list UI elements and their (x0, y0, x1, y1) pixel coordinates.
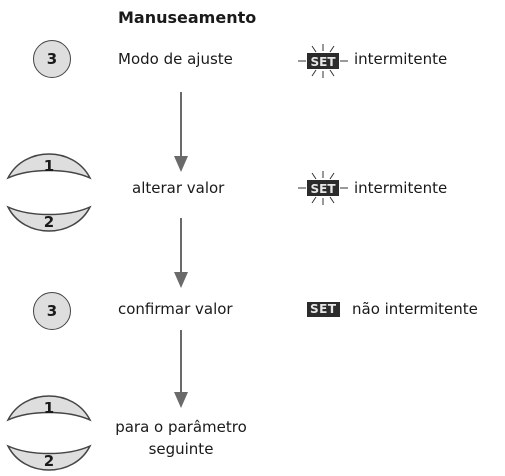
down-arrow-icon (174, 218, 188, 288)
down-arrow-icon (174, 92, 188, 172)
set-blinking-icon: SET (298, 171, 348, 205)
button-2[interactable]: 2 (6, 434, 92, 476)
svg-text:1: 1 (44, 157, 54, 175)
svg-text:1: 1 (44, 399, 54, 417)
step-label-modo-de-ajuste: Modo de ajuste (118, 50, 233, 68)
status-intermitente: intermitente (354, 50, 448, 68)
button-1[interactable]: 1 (6, 390, 92, 432)
status-intermitente: intermitente (354, 179, 448, 197)
diagram-title: Manuseamento (118, 8, 257, 27)
svg-text:2: 2 (44, 452, 54, 470)
step-label-para-o-parametro: para o parâmetro (115, 418, 247, 436)
button-2[interactable]: 2 (6, 195, 92, 237)
step-label-alterar-valor: alterar valor (132, 179, 225, 197)
button-1[interactable]: 1 (6, 148, 92, 190)
set-blinking-icon: SET (298, 44, 348, 78)
set-badge: SET (310, 55, 336, 69)
button-3[interactable]: 3 (33, 292, 71, 330)
status-nao-intermitente: não intermitente (352, 300, 478, 318)
set-badge: SET (307, 302, 340, 317)
set-badge: SET (310, 182, 336, 196)
step-label-confirmar-valor: confirmar valor (118, 300, 233, 318)
down-arrow-icon (174, 330, 188, 408)
svg-text:2: 2 (44, 213, 54, 231)
button-3[interactable]: 3 (33, 40, 71, 78)
step-label-seguinte: seguinte (148, 440, 214, 458)
